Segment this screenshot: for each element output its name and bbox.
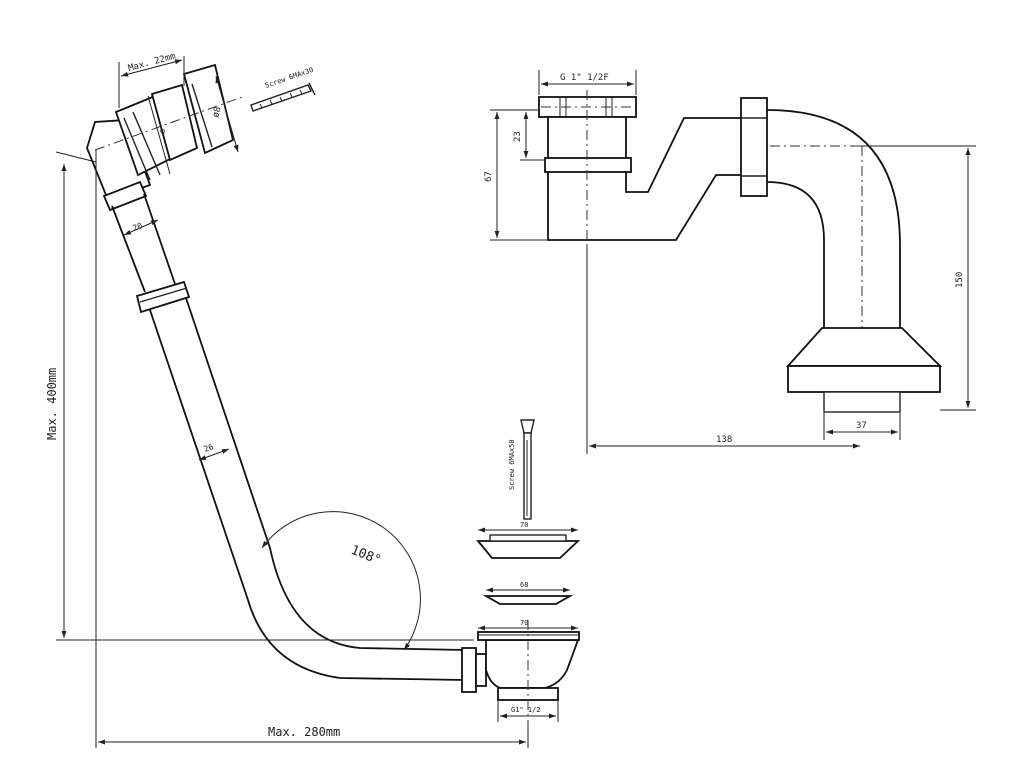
waste-body [461,620,580,740]
seat-dimension: 70 [478,619,578,631]
overflow-diameter-dimension: ø8 ø [147,75,239,175]
waste-ring: 68 [482,581,574,605]
inner-marker: ø [157,127,167,134]
overflow-max-width-label: Max. 22mm [127,52,177,74]
trap-assembly: G 1" 1/2F 23 67 150 138 [484,70,976,454]
overall-width-dimension: Max. 280mm [95,150,529,748]
waste-thread-dimension: G1" 1/2 [497,700,559,722]
trap-elbow-nut [740,97,768,197]
seat-diameter-label: 70 [520,619,528,627]
trap-width-label: 138 [716,435,732,445]
waste-screw: Screw 6MAx50 [508,419,535,520]
overall-height-label: Max. 400mm [45,368,59,440]
waste-thread-label: G1" 1/2 [511,706,541,714]
bath-waste-overflow-assembly: Max. 22mm ø8 ø Screw 6MAx30 20 26 [45,52,581,748]
trap-thread-label: G 1" 1/2F [560,73,609,83]
waste-plug: 70 [476,521,581,559]
overall-height-dimension: Max. 400mm [45,151,474,641]
trap-thread-dimension: G 1" 1/2F [538,70,637,95]
overflow-screw [250,82,316,112]
trap-width-dimension: 138 [586,246,860,454]
trap-outlet-flange [785,327,943,413]
trap-height-dimension: 150 [860,145,976,411]
overall-width-label: Max. 280mm [268,725,340,739]
overflow-tube: 26 [149,297,466,681]
trap-outlet-dimension: 37 [823,412,901,440]
angle-dimension: 108° [261,511,421,651]
inlet-diameter-label: 20 [131,221,143,233]
ring-diameter-label: 68 [520,581,528,589]
overflow-diameter-label: ø8 [211,106,223,119]
angle-label: 108° [349,543,384,569]
tube-diameter-label: 26 [203,442,215,454]
trap-height-label: 150 [955,272,965,288]
union-nut [135,280,191,314]
trap-outlet-label: 37 [856,421,867,431]
trap-depth-dimensions: 23 67 [484,109,548,241]
overflow-head [86,63,246,212]
waste-screw-label: Screw 6MAx50 [508,439,516,490]
plug-diameter-label: 70 [520,521,528,529]
trap-depth-67-label: 67 [484,171,494,182]
trap-depth-23-label: 23 [513,131,523,142]
inlet-tube: 20 [111,193,176,293]
